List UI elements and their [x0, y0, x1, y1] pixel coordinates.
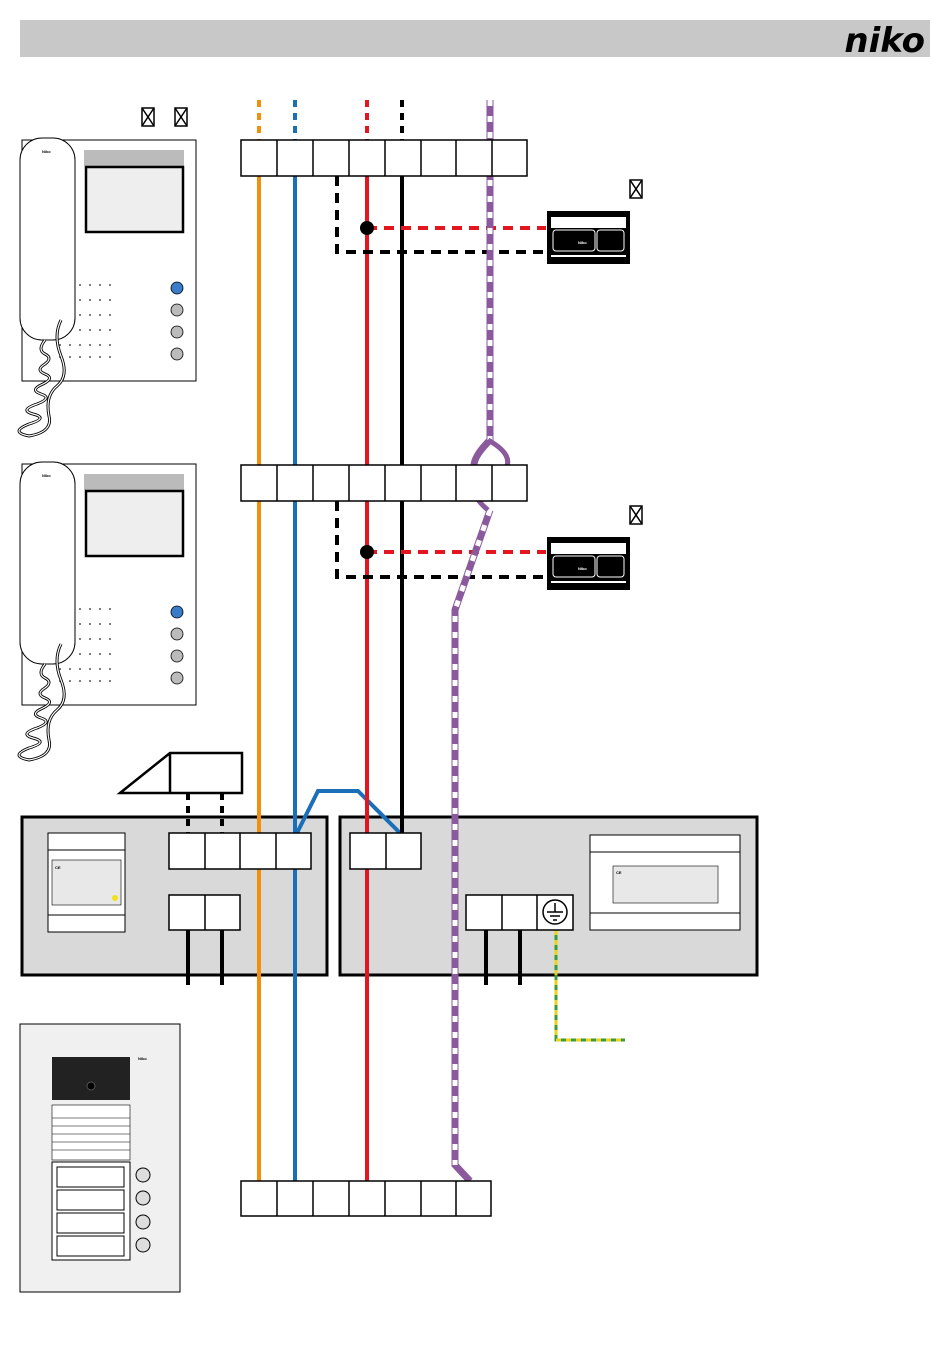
monitor-screen [86, 167, 183, 232]
speaker-grille [52, 1105, 130, 1160]
video-monitor-1: Niko [19, 138, 196, 436]
svg-text:Niko: Niko [42, 149, 51, 154]
handset [20, 138, 75, 340]
svg-text:Niko: Niko [138, 1056, 147, 1061]
name-plate [57, 1236, 124, 1256]
terminal-strip-monitor-2 [241, 465, 527, 501]
cross-box-icon [142, 108, 154, 126]
call-button [136, 1238, 150, 1252]
terminal-strips [169, 140, 573, 1216]
svg-text:CE: CE [616, 870, 622, 875]
svg-text:Niko: Niko [578, 240, 587, 245]
function-button [171, 348, 183, 360]
cross-box-icon [175, 108, 187, 126]
door-open-button [171, 282, 183, 294]
niko-logo: niko [844, 21, 925, 61]
call-button [136, 1168, 150, 1182]
junction-module-2 [547, 537, 630, 590]
function-button [171, 304, 183, 316]
function-button [171, 326, 183, 338]
svg-text:CE: CE [55, 865, 61, 870]
din-module-left: CE [48, 833, 125, 932]
terminal-block-left-top [169, 833, 311, 869]
junction-dot [360, 545, 374, 559]
name-plate [57, 1213, 124, 1233]
video-monitor-2 [19, 462, 196, 760]
junction-dot [360, 221, 374, 235]
name-plate [57, 1190, 124, 1210]
terminal-block-left-bottom [169, 895, 240, 930]
chime [120, 753, 242, 793]
cross-box-icon [630, 180, 642, 198]
junction-module-1: Niko [547, 211, 630, 264]
header-bar [20, 20, 930, 57]
cross-box-icon [630, 506, 642, 524]
door-station-panel: Niko [20, 1024, 180, 1292]
call-button [136, 1191, 150, 1205]
din-module-right: CE [590, 835, 740, 930]
terminal-strip-door-panel [241, 1181, 491, 1216]
twisted-pair [455, 100, 490, 1181]
call-button [136, 1215, 150, 1229]
name-plate [57, 1167, 124, 1187]
terminal-strip-monitor-1 [241, 140, 527, 176]
terminal-block-right-top [350, 833, 421, 869]
camera [52, 1057, 130, 1100]
